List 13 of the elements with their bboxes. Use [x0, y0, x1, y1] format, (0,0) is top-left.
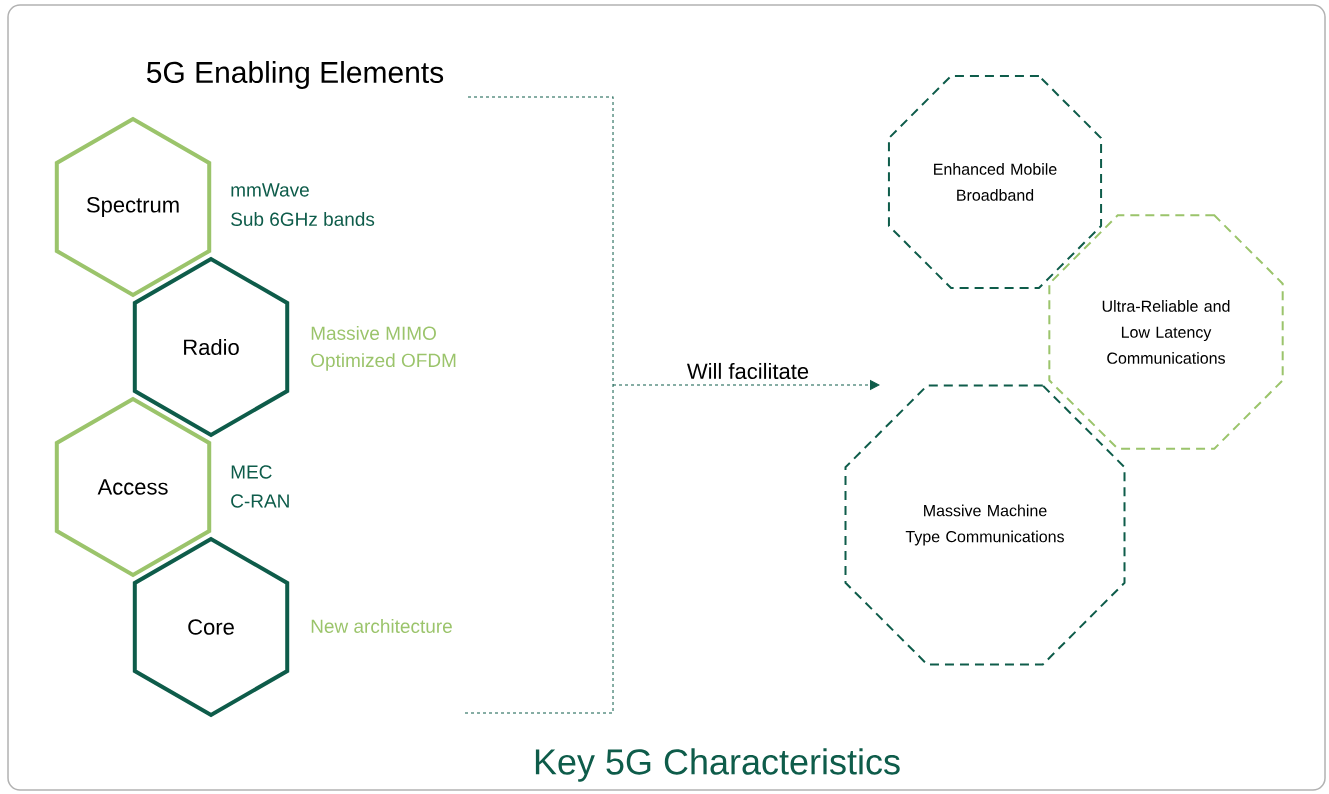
- octagon: Ultra-Reliable and Low Latency Communications: [1048, 214, 1284, 450]
- beside-text: Sub 6GHz bands: [231, 212, 375, 226]
- octagon: Massive Machine Type Communications: [844, 384, 1126, 666]
- beside-text: Optimized OFDM: [311, 353, 456, 371]
- beside-text: New architecture: [311, 619, 452, 633]
- caption: Key 5G Characteristics: [535, 748, 900, 782]
- arrow-label: Will facilitate: [687, 362, 809, 380]
- beside-text: MEC: [231, 465, 272, 479]
- beside-text: mmWave: [231, 183, 309, 197]
- beside-text: C-RAN: [231, 494, 289, 508]
- title: 5G Enabling Elements: [146, 61, 444, 89]
- octagon: Enhanced Mobile Broadband: [887, 74, 1103, 290]
- beside-text: Massive MIMO: [311, 326, 436, 340]
